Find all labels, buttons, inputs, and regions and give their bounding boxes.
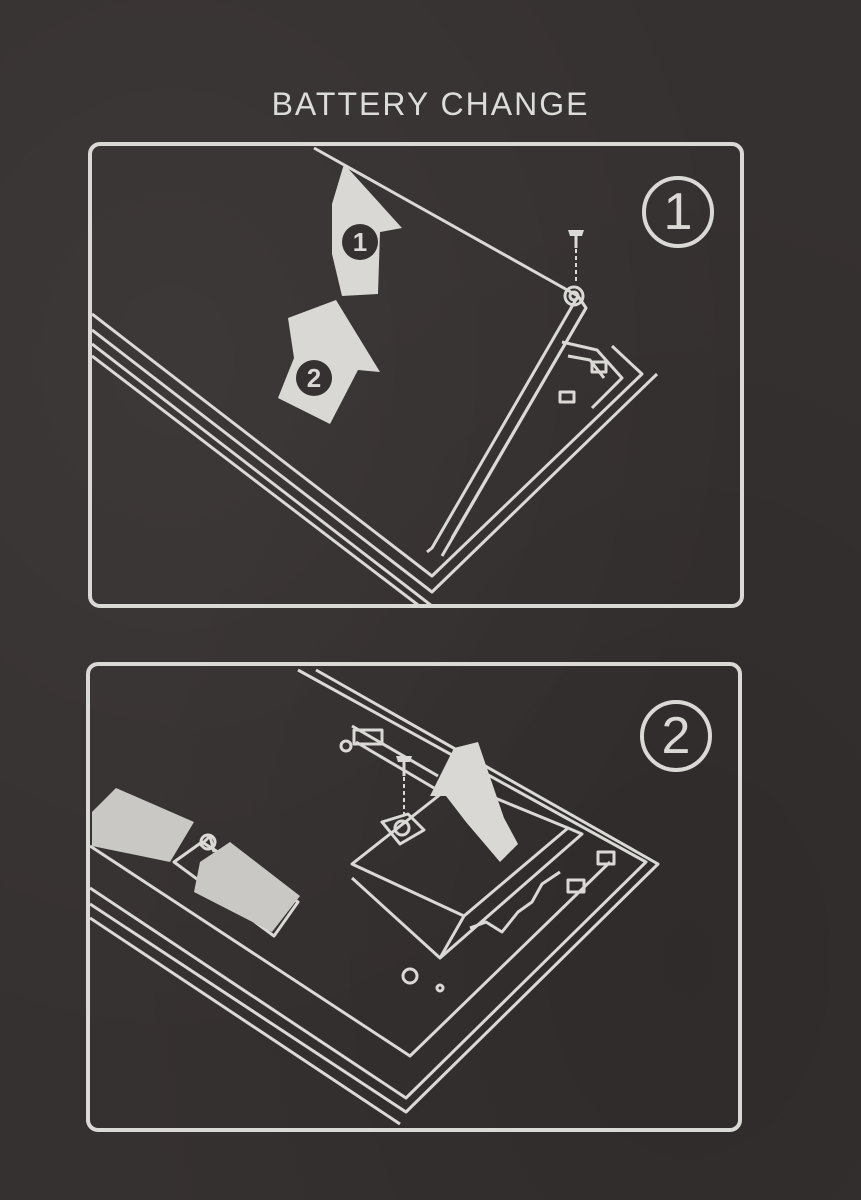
case-inner-edge	[90, 916, 401, 1126]
rail	[355, 740, 435, 790]
step-2-panel: 2	[86, 662, 742, 1132]
left-pad	[92, 788, 194, 862]
case-inner-edge	[92, 342, 432, 604]
case-bottom-edge	[92, 354, 420, 604]
rail-clip	[352, 728, 384, 746]
small-hole	[435, 983, 445, 993]
screw-tab	[380, 812, 426, 846]
screw-hole-inner	[568, 290, 580, 302]
screw-hole	[393, 819, 411, 837]
compartment-clip	[566, 878, 586, 894]
arrow-2-number: 2	[307, 363, 321, 393]
screw-icon	[568, 230, 584, 282]
compartment-clip	[596, 850, 616, 866]
step-1-badge: 1	[642, 176, 714, 248]
battery-cover-inner	[450, 307, 588, 539]
compartment-inner	[567, 354, 606, 379]
arrow-1-icon: 1	[332, 164, 402, 296]
screw-icon	[396, 756, 412, 816]
case-mid-edge	[90, 668, 660, 1114]
compartment-clip	[558, 390, 576, 404]
rail	[351, 724, 439, 778]
left-post-cap	[199, 833, 217, 851]
arrow-2-icon: 2	[278, 300, 380, 424]
compartment-edge	[561, 340, 624, 410]
step-2-illustration	[90, 668, 660, 1126]
compartment-clip	[590, 360, 608, 374]
battery-contacts	[469, 870, 561, 934]
case-outer-edge	[92, 312, 644, 578]
case-mid-edge	[92, 328, 659, 594]
left-block-face	[194, 842, 300, 932]
floor-edge	[90, 844, 612, 1058]
battery-compartment-corner	[438, 915, 466, 959]
battery-cover-edge	[313, 146, 580, 554]
lift-arrow-icon	[430, 742, 518, 862]
arrow-1-number: 1	[353, 227, 367, 257]
small-hole	[339, 739, 353, 753]
step-2-badge: 2	[640, 700, 712, 772]
step-1-panel: 1 2 1	[88, 142, 744, 608]
page-title: BATTERY CHANGE	[271, 86, 590, 122]
battery-compartment-wall	[350, 826, 584, 960]
step-1-illustration: 1 2	[92, 146, 659, 604]
screw-hole	[563, 285, 585, 307]
small-hole	[401, 967, 419, 985]
